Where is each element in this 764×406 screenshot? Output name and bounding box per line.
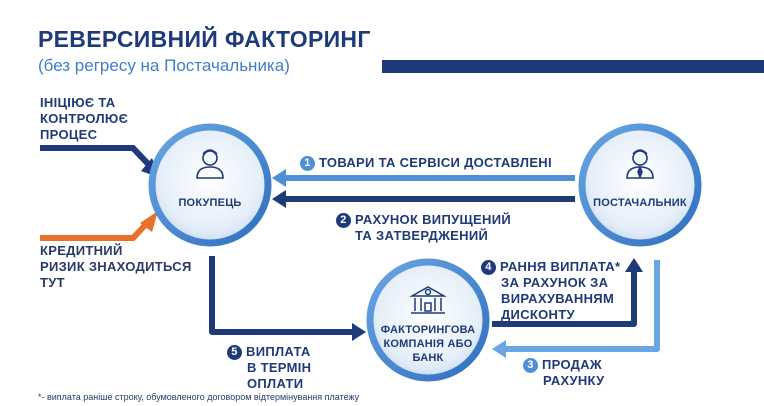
initiates-note: ІНІЦІЮЄ ТА КОНТРОЛЮЄ ПРОЦЕС — [40, 95, 129, 142]
flow-5-line — [209, 256, 356, 335]
footnote: *- виплата раніше строку, обумовленого д… — [38, 392, 360, 402]
person-icon — [196, 149, 224, 179]
buyer-label: ПОКУПЕЦЬ — [178, 197, 242, 209]
supplier-label: ПОСТАЧАЛЬНИК — [593, 197, 687, 209]
flow-2-head — [272, 190, 286, 208]
step-5-badge: 5 — [227, 345, 242, 360]
credit-risk-note: КРЕДИТНИЙ РИЗИК ЗНАХОДИТЬСЯ ТУТ — [40, 243, 192, 290]
step-3-badge: 3 — [523, 358, 538, 373]
flow-3-line — [502, 260, 660, 352]
page-subtitle: (без регресу на Постачальника) — [38, 56, 290, 75]
supplier-node — [578, 123, 702, 247]
flow-3-head — [492, 340, 506, 358]
risk-arrow-head — [140, 211, 158, 232]
title-accent-bar — [382, 60, 764, 73]
risk-arrow — [40, 217, 153, 241]
flow-4-line — [492, 268, 637, 327]
flow-5-head — [352, 323, 366, 341]
bank-building-icon — [409, 286, 447, 314]
step-1-badge: 1 — [300, 156, 315, 171]
buyer-node — [148, 123, 272, 247]
flow-4-head — [625, 258, 643, 272]
step-2-badge: 2 — [336, 213, 351, 228]
step-4-badge: 4 — [481, 260, 496, 275]
person-with-tie-icon — [626, 149, 654, 180]
page-title: РЕВЕРСИВНИЙ ФАКТОРИНГ — [38, 26, 371, 52]
factor-node — [366, 258, 490, 382]
factor-label: ФАКТОРИНГОВА КОМПАНІЯ АБО БАНК — [380, 324, 476, 364]
flow-1-head — [272, 169, 286, 187]
initiates-arrow — [40, 145, 155, 171]
